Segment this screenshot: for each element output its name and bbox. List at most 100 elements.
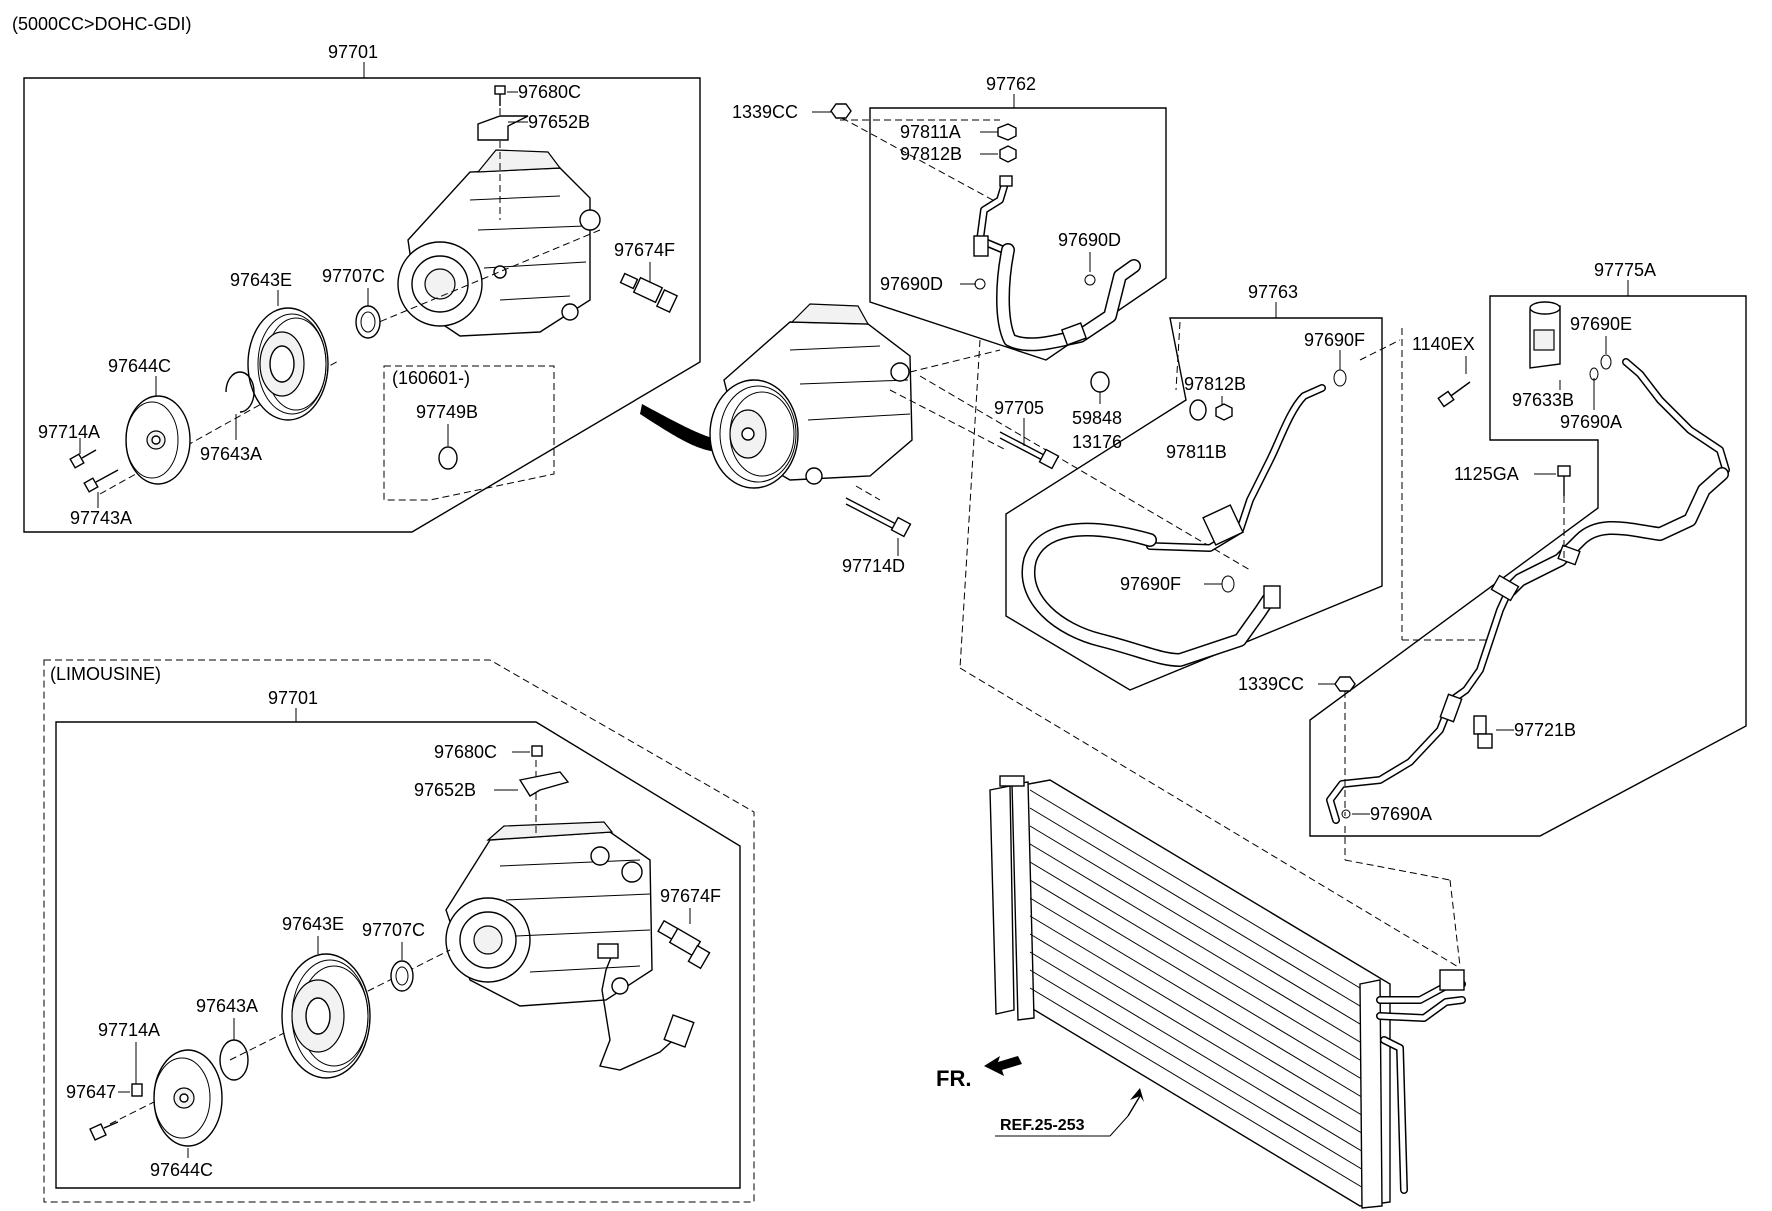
label-97643E[interactable]: 97643E <box>230 270 292 290</box>
compressor-icon <box>445 821 653 1007</box>
label-13176[interactable]: 13176 <box>1072 432 1122 452</box>
o-ring-icon <box>1600 354 1612 370</box>
bolt-icon <box>1557 465 1571 496</box>
bolt-icon <box>999 431 1060 470</box>
bolt-icon <box>845 497 912 538</box>
label-97643E-limo[interactable]: 97643E <box>282 914 344 934</box>
label-97714A[interactable]: 97714A <box>38 422 100 442</box>
label-1339CC-top[interactable]: 1339CC <box>732 102 798 122</box>
bolt-icon <box>69 449 97 469</box>
frame-97775A <box>1309 295 1747 837</box>
center-compressor <box>640 303 913 489</box>
label-97674F-limo[interactable]: 97674F <box>660 886 721 906</box>
pulley-icon <box>247 307 329 421</box>
label-97811B[interactable]: 97811B <box>1166 442 1227 462</box>
frame-97763 <box>1005 317 1383 691</box>
expansion-valve-icon <box>1529 301 1561 369</box>
seal-ring-icon <box>390 960 414 992</box>
label-97644C-limo[interactable]: 97644C <box>150 1160 213 1180</box>
ref-pointer-icon <box>1130 1088 1144 1102</box>
label-97743A[interactable]: 97743A <box>70 508 132 528</box>
label-1125GA[interactable]: 1125GA <box>1454 464 1519 484</box>
limousine-kit: (LIMOUSINE) 97701 97680C 97652B 97674F <box>43 659 755 1203</box>
label-97674F[interactable]: 97674F <box>614 240 675 260</box>
label-1140EX[interactable]: 1140EX <box>1412 334 1475 354</box>
label-97647-limo[interactable]: 97647 <box>66 1082 116 1102</box>
hose-97763-group: 97763 97690F 97812B 97811B 97690F <box>1005 282 1383 691</box>
label-97714A-limo[interactable]: 97714A <box>98 1020 160 1040</box>
nut-icon <box>1334 676 1356 692</box>
label-97690A-top[interactable]: 97690A <box>1560 412 1622 432</box>
label-97690F-top[interactable]: 97690F <box>1304 330 1365 350</box>
limousine-inner-frame <box>55 721 741 1189</box>
cap-icon <box>1215 403 1233 421</box>
line-97775A-group: 97775A 1140EX 97690E 97633B 97690A <box>1238 260 1747 837</box>
label-97707C[interactable]: 97707C <box>322 266 385 286</box>
label-97811A[interactable]: 97811A <box>900 122 961 142</box>
limousine-title[interactable]: 97701 <box>268 688 318 708</box>
bolt-icon <box>1437 381 1471 408</box>
snap-ring-icon <box>219 1039 249 1081</box>
label-97690E[interactable]: 97690E <box>1570 314 1632 334</box>
top-compressor-kit: 97701 97680C 97652B <box>23 42 701 533</box>
o-ring-icon <box>1589 367 1599 381</box>
o-ring-icon <box>974 278 986 290</box>
seal-ring-icon <box>355 305 381 339</box>
label-97690D-right[interactable]: 97690D <box>1058 230 1121 250</box>
bolt-icon <box>89 1121 119 1141</box>
label-97812B[interactable]: 97812B <box>900 144 962 164</box>
label-97707C-limo[interactable]: 97707C <box>362 920 425 940</box>
label-97633B[interactable]: 97633B <box>1512 390 1574 410</box>
kit-frame <box>23 77 701 533</box>
label-59848[interactable]: 59848 <box>1072 408 1122 428</box>
label-97721B[interactable]: 97721B <box>1514 720 1576 740</box>
nut-icon <box>830 103 852 119</box>
ref-label[interactable]: REF.25-253 <box>1000 1117 1085 1134</box>
o-ring-icon <box>1084 274 1096 286</box>
o-ring-icon <box>1221 575 1235 593</box>
label-97652B[interactable]: 97652B <box>528 112 590 132</box>
clutch-plate-icon <box>153 1049 223 1147</box>
engine-note: (5000CC>DOHC-GDI) <box>12 14 192 34</box>
front-label: FR. <box>936 1066 971 1091</box>
kit-title[interactable]: 97701 <box>328 42 378 62</box>
limousine-frame <box>43 659 755 1203</box>
label-1339CC[interactable]: 1339CC <box>1238 674 1304 694</box>
compressor-icon <box>397 149 601 337</box>
o-ring-icon <box>1341 809 1351 819</box>
label-97680C-limo[interactable]: 97680C <box>434 742 497 762</box>
label-97714D[interactable]: 97714D <box>842 556 905 576</box>
label-97644C[interactable]: 97644C <box>108 356 171 376</box>
label-97690F-bottom[interactable]: 97690F <box>1120 574 1181 594</box>
cap-icon <box>1189 399 1207 421</box>
label-97643A[interactable]: 97643A <box>200 444 262 464</box>
limousine-note: (LIMOUSINE) <box>50 664 161 684</box>
label-97812B-b[interactable]: 97812B <box>1184 374 1246 394</box>
bracket-icon <box>518 771 570 797</box>
clutch-plate-icon <box>125 395 191 485</box>
title-97763[interactable]: 97763 <box>1248 282 1298 302</box>
title-97762[interactable]: 97762 <box>986 74 1036 94</box>
cap-icon <box>999 145 1017 163</box>
pressure-sensor-icon <box>619 272 679 314</box>
condenser-icon <box>989 775 1466 1209</box>
bolt-icon <box>494 85 506 106</box>
bolt-icon <box>531 745 543 757</box>
title-97775A[interactable]: 97775A <box>1594 260 1656 280</box>
label-97705[interactable]: 97705 <box>994 398 1044 418</box>
label-97643A-limo[interactable]: 97643A <box>196 996 258 1016</box>
bolt-icon <box>83 469 119 493</box>
label-97680C[interactable]: 97680C <box>518 82 581 102</box>
hose-97762-group: 97762 97811A 97812B 97690D 97690D <box>869 74 1167 361</box>
label-97749B[interactable]: 97749B <box>416 402 478 422</box>
label-97690A-bottom[interactable]: 97690A <box>1370 804 1432 824</box>
snap-ring-icon <box>225 371 255 413</box>
sub-note: (160601-) <box>392 368 470 388</box>
pressure-sensor-icon <box>657 919 711 970</box>
o-ring-icon <box>438 446 458 470</box>
front-arrow-icon <box>984 1056 1022 1076</box>
label-97652B-limo[interactable]: 97652B <box>414 780 476 800</box>
bracket-icon <box>477 115 529 141</box>
label-97690D-left[interactable]: 97690D <box>880 274 943 294</box>
